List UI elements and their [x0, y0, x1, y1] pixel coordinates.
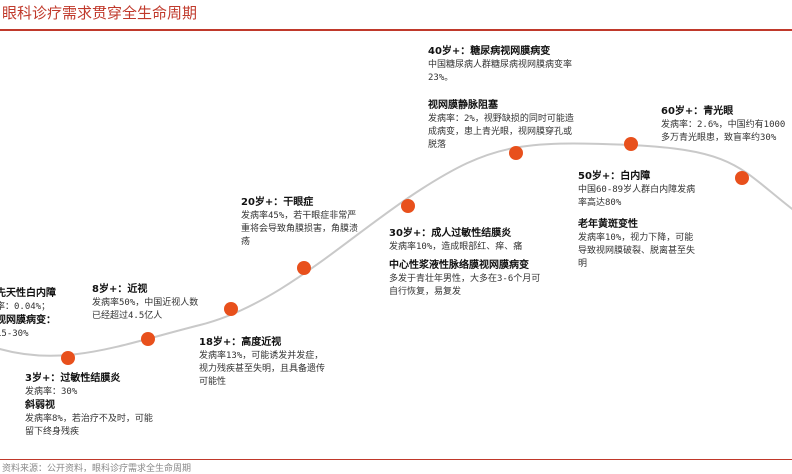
- stage-age-30-heading-2: 中心性浆液性脉络膜视网膜病变: [389, 260, 529, 271]
- stage-birth-text-1: 率：0.04%；: [0, 302, 51, 312]
- stage-age-3-heading-2: 斜弱视: [25, 400, 55, 411]
- stage-age-20: 20岁+：干眼症 发病率45%，若干眼症非常严重将会导致角膜损害，角膜溃疡: [241, 196, 361, 249]
- stage-age-40-text-1: 中国糖尿病人群糖尿病视网膜病变率23%。: [428, 60, 573, 83]
- stage-dot-8: [141, 332, 155, 346]
- stage-age-20-heading-1: 20岁+：干眼症: [241, 197, 314, 208]
- stage-age-8: 8岁+：近视 发病率50%，中国近视人数已经超过4.5亿人: [92, 283, 200, 323]
- stage-birth-heading-1: 先天性白内障: [0, 288, 56, 299]
- stage-age-60: 60岁+：青光眼 发病率：2.6%，中国约有1000多万青光眼患，致盲率约30%: [661, 105, 787, 145]
- stage-birth-heading-2: 视网膜病变：: [0, 315, 56, 326]
- stage-age-20-text-1: 发病率45%，若干眼症非常严重将会导致角膜损害，角膜溃疡: [241, 211, 359, 247]
- stage-dot-60: [735, 171, 749, 185]
- stage-age-3: 3岁+：过敏性结膜炎 发病率：30% 斜弱视 发病率8%，若治疗不及时，可能留下…: [25, 372, 155, 439]
- footer-divider: [0, 459, 792, 460]
- stage-age-50-text-1: 中国60-89岁人群白内障发病率高达80%: [578, 185, 696, 208]
- stage-age-40-heading-2: 视网膜静脉阻塞: [428, 100, 498, 111]
- stage-age-8-heading-1: 8岁+：近视: [92, 284, 148, 295]
- stage-dot-40: [509, 146, 523, 160]
- stage-age-50-heading-2: 老年黄斑变性: [578, 219, 638, 230]
- stage-age-50-heading-1: 50岁+：白内障: [578, 171, 651, 182]
- stage-age-60-heading-1: 60岁+：青光眼: [661, 106, 734, 117]
- footer-source: 资料来源：公开资料，眼科诊疗需求全生命周期: [2, 464, 192, 474]
- stage-birth: 先天性白内障 率：0.04%； 视网膜病变： 15-30%: [0, 287, 66, 341]
- stage-age-50-text-2: 发病率10%，视力下降，可能导致视网膜破裂、脱离甚至失明: [578, 233, 696, 269]
- stage-age-40-text-2: 发病率：2%，视野缺损的同时可能造成病变，患上青光眼，视网膜穿孔或脱落: [428, 114, 574, 150]
- stage-birth-text-2: 15-30%: [0, 329, 29, 339]
- stage-age-3-text-2: 发病率8%，若治疗不及时，可能留下终身残疾: [25, 414, 153, 437]
- stage-dot-3: [61, 351, 75, 365]
- stage-age-18-heading-1: 18岁+：高度近视: [199, 337, 282, 348]
- stage-dot-50: [624, 137, 638, 151]
- stage-dot-20: [297, 261, 311, 275]
- lifecycle-curve: [0, 142, 792, 357]
- stage-age-18-text-1: 发病率13%，可能诱发并发症，视力残疾甚至失明，且具备遗传可能性: [199, 351, 326, 387]
- stage-age-40-heading-1: 40岁+：糖尿病视网膜病变: [428, 46, 551, 57]
- stage-age-50: 50岁+：白内障 中国60-89岁人群白内障发病率高达80% 老年黄斑变性 发病…: [578, 170, 696, 271]
- stage-age-30: 30岁+：成人过敏性结膜炎 发病率10%，造成眼部红、痒、痛 中心性浆液性脉络膜…: [389, 227, 547, 299]
- stage-age-30-text-2: 多发于青壮年男性，大多在3-6个月可自行恢复，易复发: [389, 274, 541, 297]
- stage-age-8-text-1: 发病率50%，中国近视人数已经超过4.5亿人: [92, 298, 199, 321]
- stage-dot-30: [401, 199, 415, 213]
- stage-age-60-text-1: 发病率：2.6%，中国约有1000多万青光眼患，致盲率约30%: [661, 120, 786, 143]
- stage-age-40: 40岁+：糖尿病视网膜病变 中国糖尿病人群糖尿病视网膜病变率23%。 视网膜静脉…: [428, 45, 580, 152]
- page-title: 眼科诊疗需求贯穿全生命周期: [2, 4, 198, 22]
- stage-dot-18: [224, 302, 238, 316]
- stage-age-3-heading-1: 3岁+：过敏性结膜炎: [25, 373, 121, 384]
- stage-age-3-text-1: 发病率：30%: [25, 387, 78, 397]
- stage-age-30-text-1: 发病率10%，造成眼部红、痒、痛: [389, 242, 523, 252]
- stage-age-18: 18岁+：高度近视 发病率13%，可能诱发并发症，视力残疾甚至失明，且具备遗传可…: [199, 336, 327, 389]
- title-divider: [0, 29, 792, 31]
- stage-age-30-heading-1: 30岁+：成人过敏性结膜炎: [389, 228, 512, 239]
